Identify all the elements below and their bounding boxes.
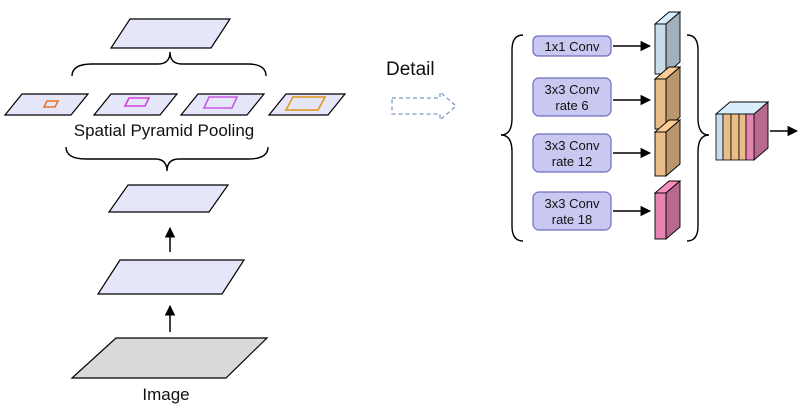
image-label: Image xyxy=(142,385,189,404)
conv-box xyxy=(532,35,612,57)
conv-box xyxy=(532,77,612,117)
conv-box-line1: 3x3 Conv xyxy=(545,196,600,211)
spp-label: Spatial Pyramid Pooling xyxy=(74,121,254,140)
pool-window-full xyxy=(284,96,327,111)
conv-box-line2: rate 12 xyxy=(552,154,592,169)
feature-plane-lower xyxy=(96,259,246,295)
pool-window-medium xyxy=(123,97,151,107)
pool-window-small xyxy=(42,100,60,108)
concat-block xyxy=(714,101,770,161)
conv-box-line1: 1x1 Conv xyxy=(545,39,600,54)
conv-box-line1: 3x3 Conv xyxy=(545,82,600,97)
conv-box xyxy=(532,133,612,173)
conv-box xyxy=(532,191,612,231)
pooling-planes xyxy=(3,93,347,116)
output-plane xyxy=(109,18,232,49)
conv-branches: 1x1 Conv 3x3 Conv rate 6 3x3 Conv rate 1… xyxy=(532,35,652,231)
feature-blocks xyxy=(653,11,682,240)
image-plane xyxy=(70,337,269,379)
conv-box-line2: rate 18 xyxy=(552,212,592,227)
bottom-brace xyxy=(65,146,269,172)
feature-block-rate18 xyxy=(653,180,682,240)
top-brace xyxy=(71,51,267,77)
pool-window-large xyxy=(202,96,239,109)
conv-branch-rate12: 3x3 Conv rate 12 xyxy=(532,133,652,173)
detail-label: Detail xyxy=(386,59,435,80)
conv-branch-1x1: 1x1 Conv xyxy=(532,35,652,57)
aspp-right-brace xyxy=(686,34,710,242)
pool-plane-3 xyxy=(179,93,266,116)
conv-box-line2: rate 6 xyxy=(555,98,588,113)
aspp-left-brace xyxy=(500,34,524,242)
pool-plane-1 xyxy=(3,93,90,116)
conv-box-line1: 3x3 Conv xyxy=(545,138,600,153)
pool-plane-2 xyxy=(92,93,179,116)
feature-plane-upper xyxy=(107,184,230,213)
feature-block-1x1 xyxy=(653,11,682,75)
conv-branch-rate6: 3x3 Conv rate 6 xyxy=(532,77,652,117)
conv-branch-rate18: 3x3 Conv rate 18 xyxy=(532,191,652,231)
feature-block-rate12 xyxy=(653,119,682,177)
feature-block-rate6 xyxy=(653,66,682,130)
detail-arrow xyxy=(391,90,457,122)
